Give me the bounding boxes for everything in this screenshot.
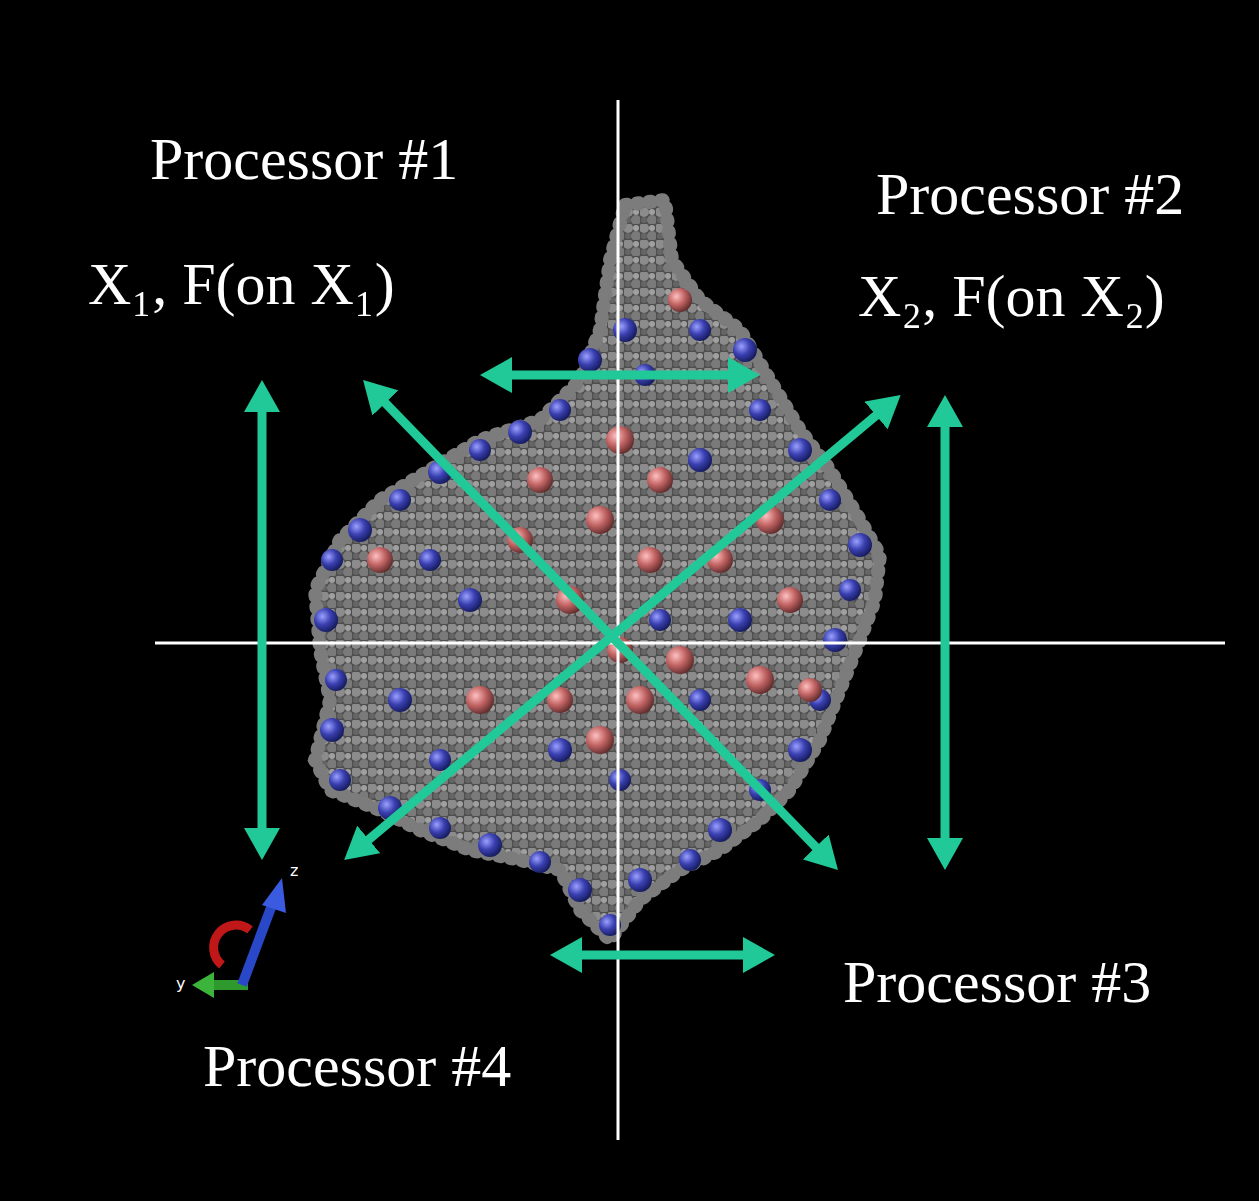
- atom: [329, 769, 351, 791]
- atom: [527, 467, 553, 493]
- atom: [788, 738, 812, 762]
- processor-region: Processor #4: [80, 860, 550, 1110]
- atom: [777, 587, 803, 613]
- atom: [647, 467, 673, 493]
- atom: [733, 338, 757, 362]
- processor-name: Processor #2: [876, 160, 1184, 229]
- atom: [419, 549, 441, 571]
- atom: [688, 448, 712, 472]
- axis-z-head: [262, 878, 286, 913]
- processor-name: Processor #1: [150, 125, 458, 194]
- atom: [348, 518, 372, 542]
- protein-surface: [315, 200, 880, 940]
- axis-label: y: [176, 975, 185, 993]
- atom: [606, 426, 634, 454]
- atom: [679, 849, 701, 871]
- atom: [314, 608, 338, 632]
- processor-region: Processor #3: [775, 870, 1205, 1030]
- atom: [478, 833, 502, 857]
- atom: [626, 686, 654, 714]
- processor-region: Processor #1 X₁, F(on X₁): [80, 120, 480, 380]
- atom: [469, 439, 491, 461]
- atom: [798, 678, 822, 702]
- atom: [321, 549, 343, 571]
- atom: [819, 489, 841, 511]
- atom: [586, 506, 614, 534]
- atom: [320, 718, 344, 742]
- divider-vertical: [617, 100, 620, 1140]
- processor-region: Processor #2 X₂, F(on X₂): [760, 150, 1210, 395]
- axis-label: z: [290, 862, 298, 880]
- atom: [788, 438, 812, 462]
- atom: [578, 348, 602, 372]
- atom: [823, 628, 847, 652]
- atom: [325, 669, 347, 691]
- atom: [689, 689, 711, 711]
- atom: [728, 608, 752, 632]
- atom: [848, 533, 872, 557]
- atom: [389, 489, 411, 511]
- axis-arc: [214, 925, 250, 965]
- exchange-arrow: [941, 415, 950, 850]
- atom: [548, 738, 572, 762]
- exchange-arrow: [258, 400, 267, 840]
- exchange-arrow: [360, 408, 886, 847]
- atom: [609, 769, 631, 791]
- atom: [649, 609, 671, 631]
- atom: [708, 818, 732, 842]
- axis-y-head: [192, 972, 214, 998]
- atom: [586, 726, 614, 754]
- atom: [637, 547, 663, 573]
- atom: [549, 399, 571, 421]
- atom: [388, 688, 412, 712]
- atom: [746, 666, 774, 694]
- exchange-arrow: [570, 951, 755, 960]
- atom: [466, 686, 494, 714]
- atom: [568, 878, 592, 902]
- exchange-arrow: [500, 371, 740, 380]
- basic-atoms: [314, 318, 872, 936]
- atom: [749, 399, 771, 421]
- atom: [666, 646, 694, 674]
- axis-z-shaft: [242, 905, 272, 985]
- atom: [529, 851, 551, 873]
- processor-name: Processor #4: [203, 1032, 511, 1101]
- atom: [429, 817, 451, 839]
- atom: [628, 868, 652, 892]
- atom: [508, 420, 532, 444]
- atom: [668, 288, 692, 312]
- processor-data: X₁, F(on X₁): [88, 250, 395, 319]
- processor-name: Processor #3: [843, 948, 1151, 1017]
- atom: [367, 547, 393, 573]
- atom: [689, 319, 711, 341]
- atom: [458, 588, 482, 612]
- processor-data: X₂, F(on X₂): [858, 262, 1165, 331]
- exchange-arrow: [377, 394, 824, 855]
- axis-widget: [192, 878, 286, 998]
- atom: [839, 579, 861, 601]
- divider-horizontal: [155, 642, 1225, 645]
